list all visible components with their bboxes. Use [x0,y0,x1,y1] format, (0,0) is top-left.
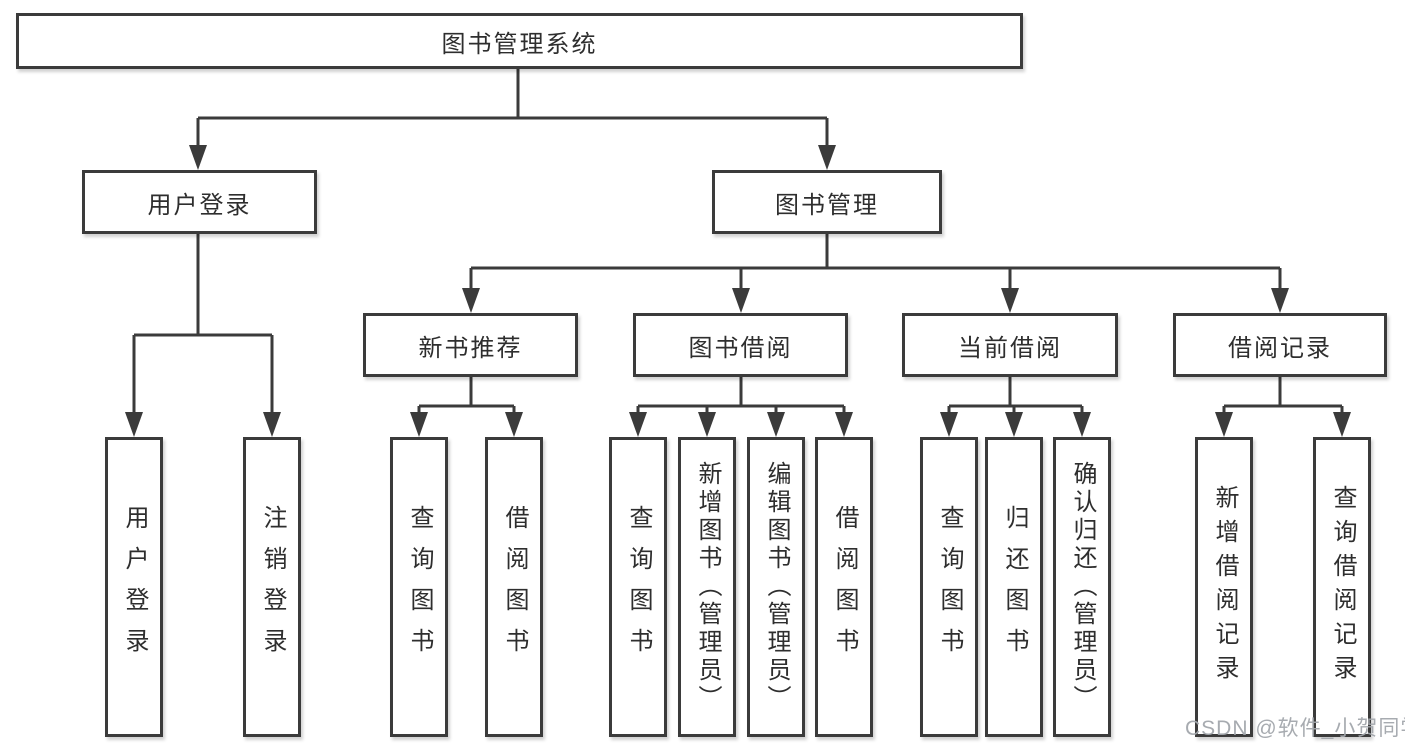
leaf-add-books-admin: 新增图书（管理员） [678,437,736,737]
leaf-borrow-books-recommend: 借阅图书 [485,437,543,737]
connector-new-book [417,377,516,418]
node-label: 新书推荐 [418,334,523,362]
node-current-borrow: 当前借阅 [902,313,1118,377]
leaf-confirm-return-admin: 确认归还（管理员） [1053,437,1111,737]
leaf-query-books-borrow: 查询图书 [609,437,667,737]
node-label: 查询图书 [936,505,963,669]
node-root-system: 图书管理系统 [16,13,1023,69]
node-label: 新增图书（管理员） [694,461,721,713]
node-book-management: 图书管理 [712,170,942,234]
node-new-book-recommend: 新书推荐 [363,313,578,377]
connector-current-borrow [947,377,1084,418]
leaf-logout: 注销登录 [243,437,301,737]
node-label: 用户登录 [121,505,148,669]
node-label: 新增借阅记录 [1211,485,1238,689]
leaf-query-borrow-record: 查询借阅记录 [1313,437,1371,737]
leaf-query-books-recommend: 查询图书 [390,437,448,737]
leaf-query-books-current: 查询图书 [920,437,978,737]
leaf-user-login: 用户登录 [105,437,163,737]
node-label: 查询图书 [406,505,433,669]
leaf-edit-books-admin: 编辑图书（管理员） [747,437,805,737]
connector-root [196,69,829,150]
node-user-login: 用户登录 [82,170,317,234]
csdn-watermark: CSDN @软件_小贺同学 [1185,717,1405,740]
connector-user-login [132,234,274,418]
leaf-add-borrow-record: 新增借阅记录 [1195,437,1253,737]
node-label: 确认归还（管理员） [1069,461,1096,713]
node-label: 注销登录 [259,505,286,669]
node-label: 图书管理系统 [441,30,598,58]
node-label: 借阅记录 [1228,334,1332,362]
leaf-return-books: 归还图书 [985,437,1043,737]
connector-book-borrow [636,377,846,418]
connector-borrow-record [1222,377,1344,418]
node-label: 借阅图书 [831,505,858,669]
node-label: 查询图书 [625,505,652,669]
node-book-borrow: 图书借阅 [633,313,848,377]
node-label: 查询借阅记录 [1329,485,1356,689]
node-label: 归还图书 [1001,505,1028,669]
node-label: 图书管理 [775,191,879,219]
node-label: 图书借阅 [688,334,793,362]
node-label: 借阅图书 [501,505,528,669]
node-label: 当前借阅 [958,334,1062,362]
connector-book-management [469,234,1282,292]
node-borrow-records: 借阅记录 [1173,313,1387,377]
leaf-borrow-books: 借阅图书 [815,437,873,737]
node-label: 编辑图书（管理员） [763,461,790,713]
node-label: 用户登录 [147,191,252,219]
